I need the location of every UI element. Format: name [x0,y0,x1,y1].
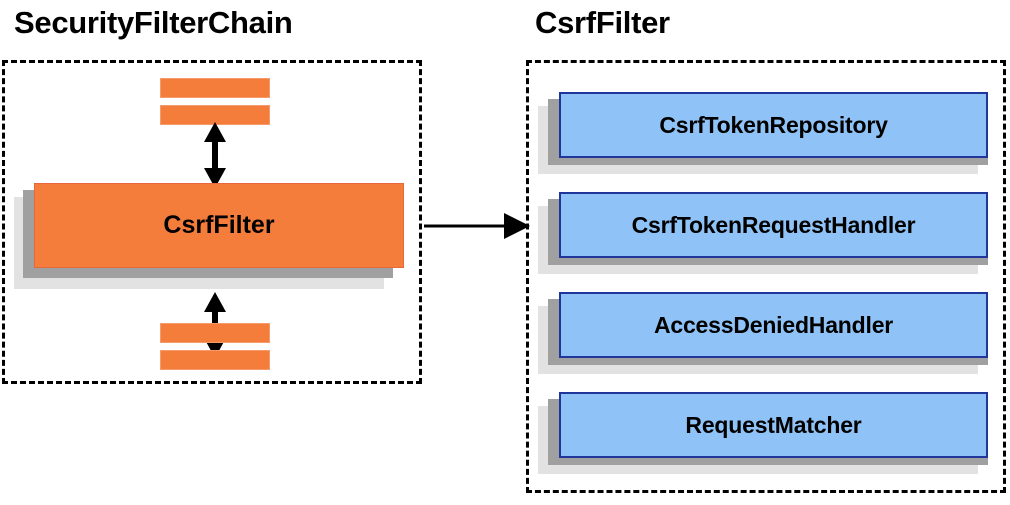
component-box-label: CsrfTokenRequestHandler [631,211,916,238]
component-box-access-denied-handler[interactable]: AccessDeniedHandler [559,292,988,358]
csrf-filter-box-label: CsrfFilter [163,211,275,239]
csrf-filter-components-panel [526,60,1006,493]
csrf-filter-box[interactable]: CsrfFilter [34,183,404,268]
security-filter-chain-panel [2,60,422,384]
component-box-csrf-token-repository[interactable]: CsrfTokenRepository [559,92,988,158]
component-box-request-matcher[interactable]: RequestMatcher [559,392,988,458]
component-box-label: CsrfTokenRepository [659,111,888,138]
arrow-double-vertical-above [204,122,226,188]
filter-bar-below-2 [160,350,270,370]
arrow-right-panel-link [424,213,530,239]
filter-bar-below-1 [160,323,270,343]
page-title-security-filter-chain: SecurityFilterChain [14,5,293,40]
component-box-label: RequestMatcher [685,411,862,438]
component-box-csrf-token-request-handler[interactable]: CsrfTokenRequestHandler [559,192,988,258]
component-box-label: AccessDeniedHandler [653,311,894,338]
filter-bar-above-1 [160,78,270,98]
page-title-csrf-filter: CsrfFilter [535,5,670,40]
